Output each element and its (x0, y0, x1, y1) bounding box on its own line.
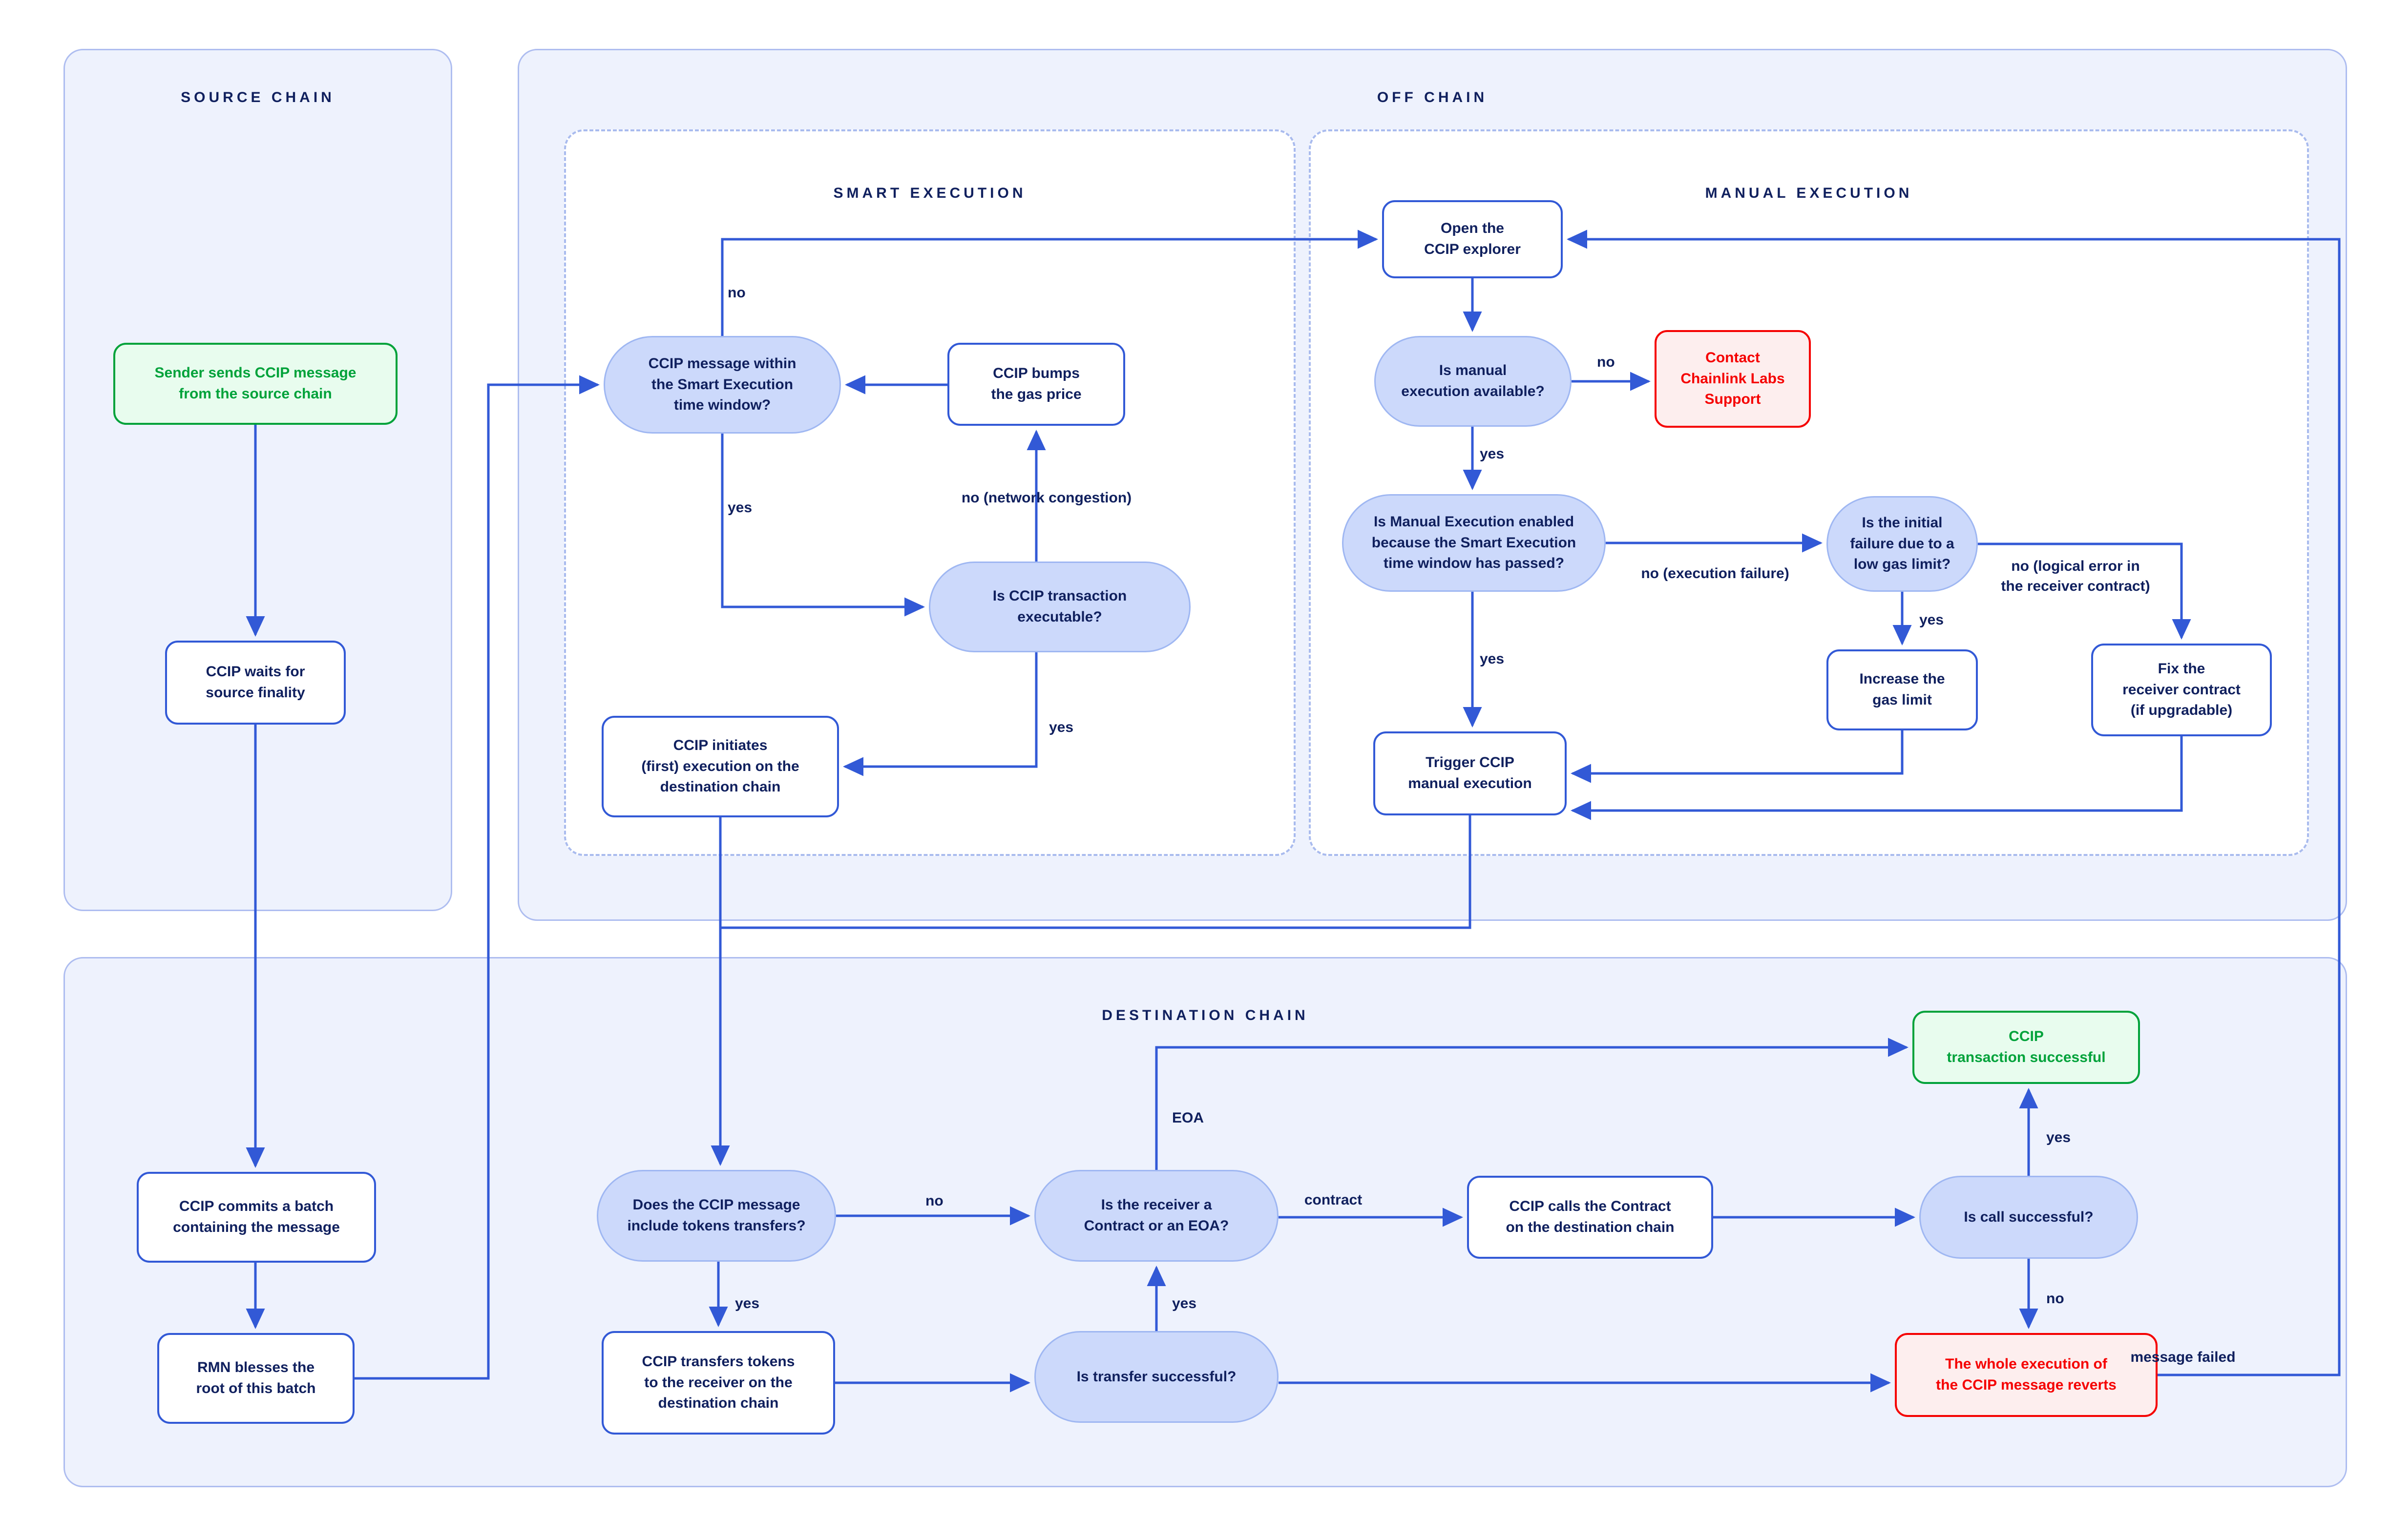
edge-label-lbl-yes-window: yes (728, 499, 753, 516)
edge-executable-yes-to-initiates (842, 652, 1038, 776)
node-transfers-tokens[interactable]: CCIP transfers tokens to the receiver on… (602, 1331, 835, 1435)
edge-label-lbl-no-logical-error: no (logical error in the receiver contra… (2001, 558, 2150, 594)
node-bumps-gas[interactable]: CCIP bumps the gas price (947, 343, 1125, 426)
node-receiver-type[interactable]: Is the receiver a Contract or an EOA? (1034, 1170, 1279, 1262)
node-fix-receiver[interactable]: Fix the receiver contract (if upgradable… (2091, 644, 2272, 736)
node-manual-enabled[interactable]: Is Manual Execution enabled because the … (1342, 494, 1606, 592)
edge-label-lbl-no-congestion: no (network congestion) (961, 490, 1132, 506)
edge-label-lbl-contract: contract (1304, 1192, 1363, 1208)
edge-label-lbl-yes-transfer: yes (1172, 1295, 1197, 1311)
edge-increase-to-trigger (1570, 730, 1904, 783)
edge-window-yes-to-executable (721, 434, 925, 617)
node-tx-successful[interactable]: CCIP transaction successful (1912, 1011, 2140, 1084)
edge-label-lbl-yes-call: yes (2046, 1129, 2071, 1145)
node-transfer-success[interactable]: Is transfer successful? (1034, 1331, 1279, 1423)
node-call-success[interactable]: Is call successful? (1919, 1176, 2138, 1259)
edge-label-lbl-no-tokens: no (925, 1193, 944, 1209)
group-source-chain: SOURCE CHAIN (63, 49, 452, 911)
node-increase-gas[interactable]: Increase the gas limit (1826, 649, 1978, 730)
edge-initial-failure-no-to-fix (1978, 542, 2191, 640)
edge-receiver-eoa-to-success (1155, 1038, 1909, 1170)
group-title-source-chain: SOURCE CHAIN (181, 89, 335, 105)
edge-label-lbl-yes-gas: yes (1919, 612, 1944, 628)
node-waits-finality[interactable]: CCIP waits for source finality (165, 641, 346, 725)
node-calls-contract[interactable]: CCIP calls the Contract on the destinati… (1467, 1176, 1713, 1259)
node-manual-available[interactable]: Is manual execution available? (1374, 336, 1572, 427)
edge-label-lbl-yes-manual-enabled: yes (1480, 651, 1505, 667)
node-rmn-blesses[interactable]: RMN blesses the root of this batch (157, 1333, 355, 1424)
edge-fix-to-trigger (1570, 736, 2183, 820)
node-tx-executable[interactable]: Is CCIP transaction executable? (929, 562, 1191, 652)
node-trigger-manual[interactable]: Trigger CCIP manual execution (1373, 731, 1567, 815)
edge-label-lbl-yes-executable: yes (1049, 719, 1074, 735)
node-open-explorer[interactable]: Open the CCIP explorer (1382, 200, 1563, 278)
node-msg-include-tokens[interactable]: Does the CCIP message include tokens tra… (597, 1170, 836, 1262)
edge-label-lbl-no-exec-failure: no (execution failure) (1641, 565, 1789, 582)
node-ccip-initiates[interactable]: CCIP initiates (first) execution on the … (602, 716, 839, 817)
edge-rmn-to-window (355, 375, 600, 1380)
node-contact-support[interactable]: Contact Chainlink Labs Support (1655, 330, 1811, 428)
edge-trigger-to-tokens (720, 815, 1471, 929)
edge-label-lbl-no-manual: no (1597, 354, 1615, 370)
edge-label-lbl-no-call: no (2046, 1290, 2064, 1307)
group-title-off-chain: OFF CHAIN (1377, 89, 1488, 105)
group-title-destination-chain: DESTINATION CHAIN (1102, 1007, 1309, 1023)
edge-label-lbl-yes-manual: yes (1480, 446, 1505, 462)
edge-label-lbl-yes-tokens: yes (735, 1295, 760, 1311)
edge-label-lbl-message-failed: message failed (2130, 1349, 2236, 1365)
node-initial-failure[interactable]: Is the initial failure due to a low gas … (1826, 496, 1978, 592)
edge-revert-to-explorer (1566, 229, 2341, 1376)
group-title-manual-execution: MANUAL EXECUTION (1705, 185, 1913, 201)
node-msg-within-window[interactable]: CCIP message within the Smart Execution … (604, 336, 841, 434)
node-sender-sends[interactable]: Sender sends CCIP message from the sourc… (113, 343, 398, 425)
edge-label-lbl-eoa: EOA (1172, 1110, 1204, 1126)
edge-label-lbl-no-window: no (728, 285, 746, 301)
group-title-smart-execution: SMART EXECUTION (833, 185, 1027, 201)
edge-window-no-to-explorer (721, 229, 1379, 336)
node-commits-batch[interactable]: CCIP commits a batch containing the mess… (137, 1172, 376, 1263)
node-whole-reverts[interactable]: The whole execution of the CCIP message … (1895, 1333, 2158, 1417)
